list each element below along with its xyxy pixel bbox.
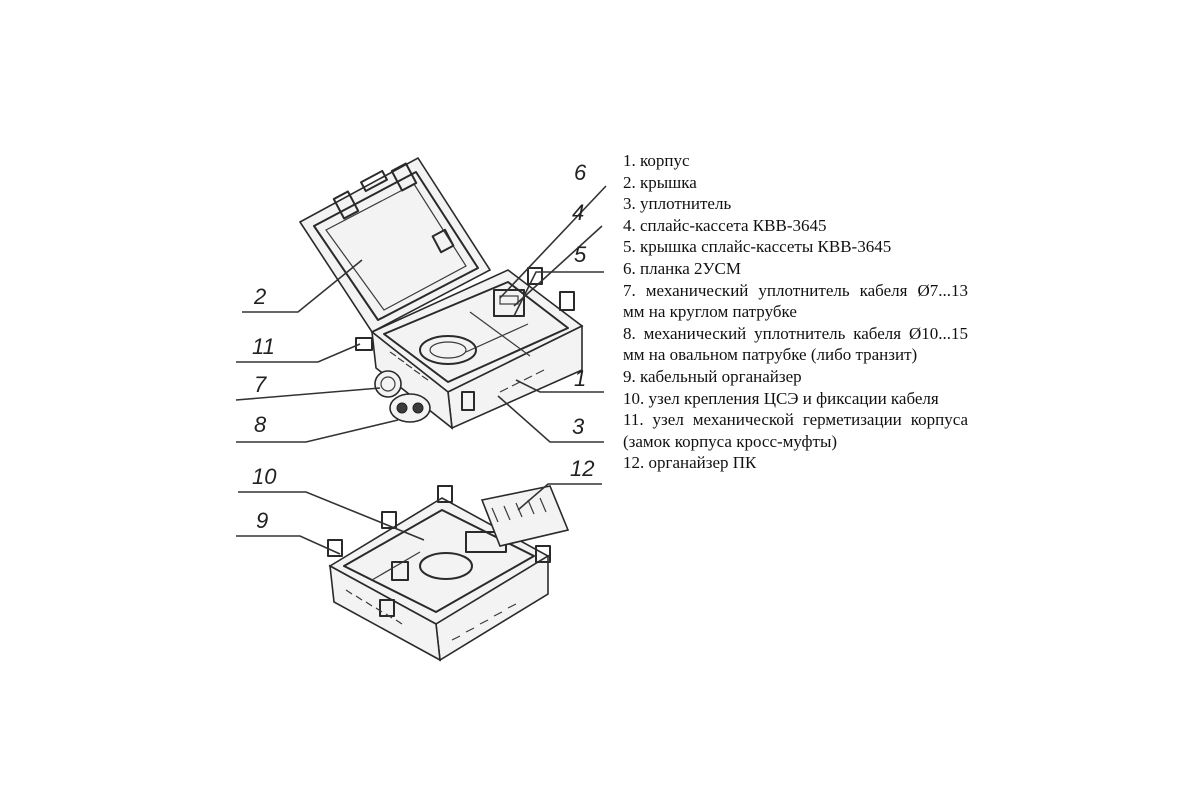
legend-item-2: 2. крышка — [623, 172, 697, 192]
callout-6: 6 — [574, 160, 587, 185]
leader-4 — [513, 225, 603, 307]
leader-3 — [497, 395, 604, 443]
legend-item-10: 10. узел крепления ЦСЭ и фиксации кабеля — [623, 388, 939, 408]
callout-5: 5 — [574, 242, 587, 267]
leader-1 — [515, 379, 604, 393]
callout-2: 2 — [253, 284, 266, 309]
callout-4: 4 — [572, 200, 584, 225]
leader-8 — [236, 419, 399, 443]
legend-item-1: 1. корпус — [623, 151, 690, 170]
upper-enclosure-drawing — [298, 156, 584, 430]
legend-item-11: 11. узел механической герметизации корпу… — [623, 410, 968, 451]
parts-legend: 1. корпус 2. крышка 3. уплотнитель 4. сп… — [623, 150, 968, 474]
lid — [298, 156, 492, 334]
callout-1: 1 — [574, 366, 586, 391]
lower-enclosure-drawing — [327, 485, 570, 662]
legend-item-3: 3. уплотнитель — [623, 194, 732, 214]
body — [355, 267, 584, 430]
leader-11 — [236, 343, 361, 363]
callout-3: 3 — [572, 414, 585, 439]
callout-8: 8 — [254, 412, 267, 437]
legend-item-8: 8. механический уплотнитель кабеля Ø10..… — [623, 323, 968, 365]
legend-item-4: 4. сплайс-кассета КВВ-3645 — [623, 215, 827, 235]
legend-item-12: 12. органайзер ПК — [623, 453, 757, 473]
leader-5 — [513, 271, 604, 317]
legend-item-5: 5. крышка сплайс-кассеты КВВ-3645 — [623, 237, 892, 257]
leader-lines — [235, 185, 607, 555]
legend-item-6: 6. планка 2УСМ — [623, 258, 742, 278]
leader-7 — [235, 387, 381, 401]
callout-11: 11 — [252, 334, 275, 359]
callout-labels: 6 4 5 2 11 7 1 8 3 10 12 9 — [252, 160, 594, 533]
callout-9: 9 — [256, 508, 268, 533]
callout-7: 7 — [254, 372, 267, 397]
legend-item-9: 9. кабельный органайзер — [623, 366, 802, 386]
legend-item-7: 7. механический уплотнитель кабеля Ø7...… — [623, 280, 968, 322]
leader-10 — [238, 491, 425, 541]
callout-10: 10 — [252, 464, 277, 489]
callout-12: 12 — [570, 456, 594, 481]
leader-6 — [499, 185, 607, 299]
leader-9 — [236, 535, 341, 555]
leader-12 — [517, 483, 602, 511]
leader-2 — [242, 259, 363, 313]
